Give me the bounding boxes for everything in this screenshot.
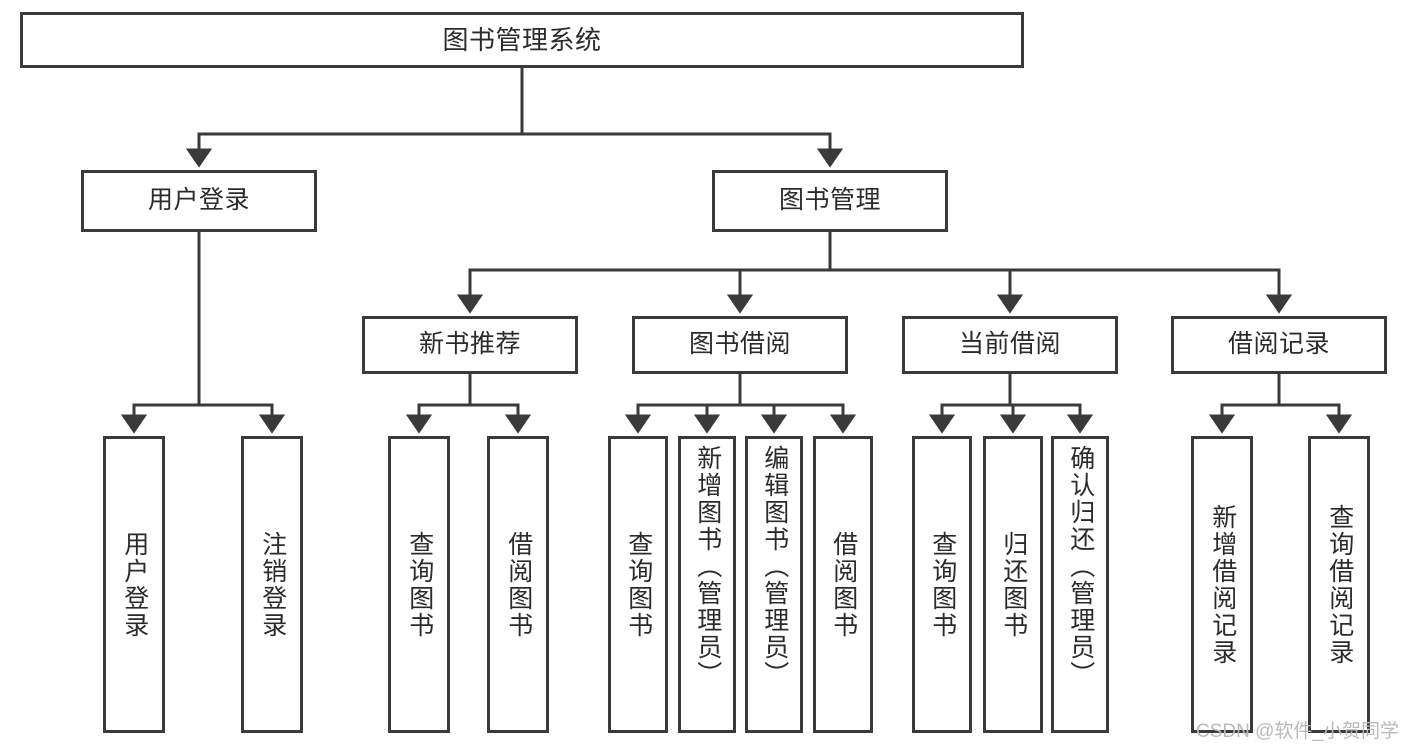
node-leaf-edit-book[interactable]: 编辑图书（管理员） [745, 436, 803, 733]
node-user-login[interactable]: 用户登录 [81, 170, 317, 232]
node-label: 查询借阅记录 [1325, 503, 1354, 666]
node-leaf-query-borrow-record[interactable]: 查询借阅记录 [1308, 436, 1370, 733]
node-root-system[interactable]: 图书管理系统 [20, 12, 1024, 68]
node-book-manage[interactable]: 图书管理 [712, 170, 948, 232]
node-new-book-recommend[interactable]: 新书推荐 [362, 316, 578, 374]
node-label: 图书管理 [778, 186, 881, 215]
node-label: 借阅记录 [1227, 330, 1330, 359]
node-book-borrow[interactable]: 图书借阅 [632, 316, 848, 374]
node-label: 注销登录 [258, 530, 287, 639]
node-leaf-query-book-current[interactable]: 查询图书 [912, 436, 972, 733]
node-leaf-confirm-return[interactable]: 确认归还（管理员） [1051, 436, 1109, 733]
node-label: 新增借阅记录 [1208, 503, 1237, 666]
node-label: 归还图书 [999, 530, 1028, 639]
csdn-watermark: CSDN @软件_小贺同学 [1196, 721, 1399, 742]
node-leaf-logout-login[interactable]: 注销登录 [241, 436, 303, 733]
node-leaf-query-book-borrow[interactable]: 查询图书 [608, 436, 668, 733]
node-label: 用户登录 [147, 186, 250, 215]
node-label: 新增图书（管理员） [693, 445, 722, 688]
node-leaf-add-borrow-record[interactable]: 新增借阅记录 [1191, 436, 1253, 733]
node-current-borrow[interactable]: 当前借阅 [902, 316, 1118, 374]
node-label: 确认归还（管理员） [1066, 445, 1095, 688]
node-leaf-return-book[interactable]: 归还图书 [983, 436, 1043, 733]
node-label: 查询图书 [624, 530, 653, 639]
node-leaf-borrow-book[interactable]: 借阅图书 [813, 436, 873, 733]
node-leaf-borrow-book-recommend[interactable]: 借阅图书 [487, 436, 549, 733]
node-label: 查询图书 [928, 530, 957, 639]
node-label: 查询图书 [405, 530, 434, 639]
node-leaf-user-login[interactable]: 用户登录 [103, 436, 165, 733]
node-label: 编辑图书（管理员） [760, 445, 789, 688]
node-label: 图书管理系统 [442, 24, 602, 55]
node-label: 借阅图书 [504, 530, 533, 639]
node-leaf-query-book-recommend[interactable]: 查询图书 [388, 436, 450, 733]
node-leaf-add-book[interactable]: 新增图书（管理员） [678, 436, 736, 733]
node-label: 借阅图书 [829, 530, 858, 639]
node-label: 图书借阅 [688, 330, 791, 359]
node-label: 用户登录 [120, 530, 149, 639]
node-label: 新书推荐 [418, 330, 521, 359]
node-borrow-record[interactable]: 借阅记录 [1171, 316, 1387, 374]
node-label: 当前借阅 [958, 330, 1061, 359]
